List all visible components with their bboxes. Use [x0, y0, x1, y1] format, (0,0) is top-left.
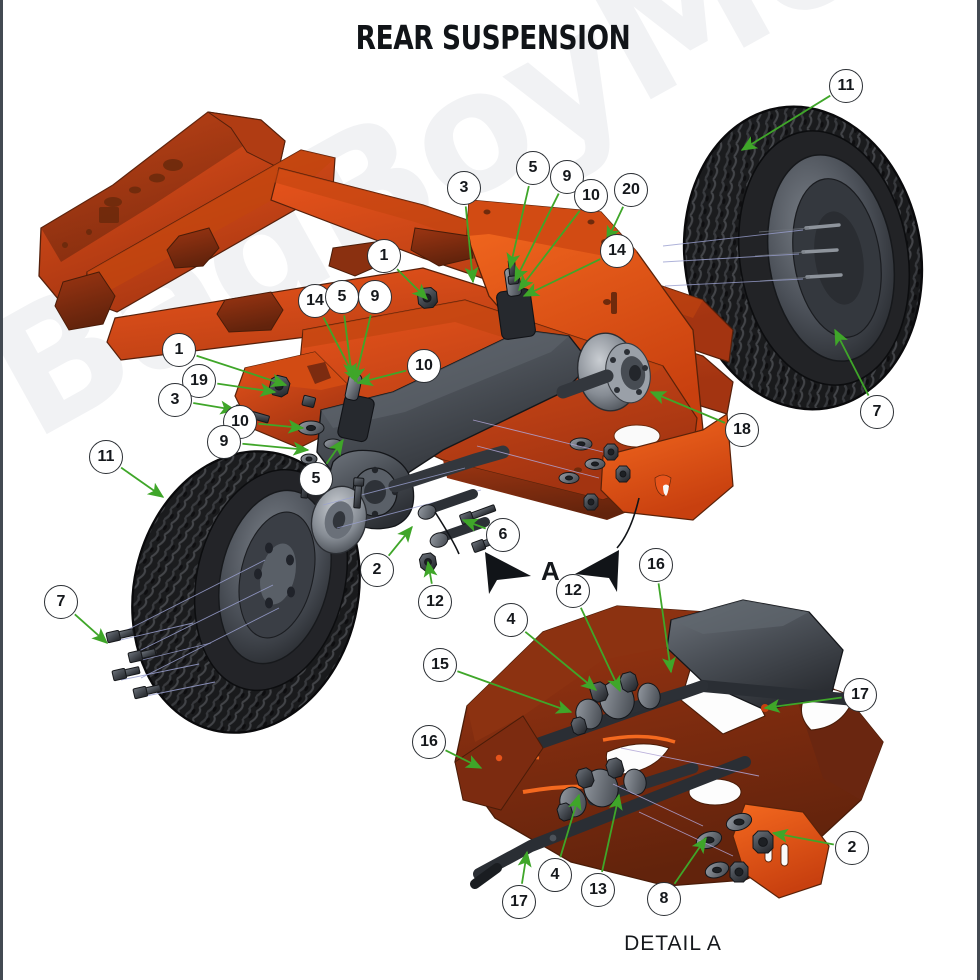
assembly-illustration — [38, 94, 924, 899]
leader-line-7 — [74, 613, 109, 644]
callout-bubble-11[interactable]: 11 — [829, 69, 863, 103]
detail-upper-joint — [570, 671, 709, 736]
leader-line-19 — [217, 382, 277, 397]
callout-bubble-10[interactable]: 10 — [407, 349, 441, 383]
leader-line-17 — [763, 696, 842, 713]
callout-bubble-16[interactable]: 16 — [412, 725, 446, 759]
callout-bubble-3[interactable]: 3 — [447, 171, 481, 205]
leader-line-10 — [356, 369, 407, 387]
leader-line-13 — [601, 793, 623, 873]
callout-bubble-14[interactable]: 14 — [298, 284, 332, 318]
leader-line-5 — [343, 315, 358, 380]
callout-bubble-16[interactable]: 16 — [639, 548, 673, 582]
callout-bubble-6[interactable]: 6 — [486, 518, 520, 552]
leader-line-9 — [514, 193, 560, 283]
leader-line-12 — [423, 560, 438, 584]
callout-bubble-4[interactable]: 4 — [494, 603, 528, 637]
detail-washers — [612, 747, 774, 883]
callout-bubble-7[interactable]: 7 — [44, 585, 78, 619]
callout-bubble-13[interactable]: 13 — [581, 873, 615, 907]
callout-bubble-5[interactable]: 5 — [299, 462, 333, 496]
section-letter-main: A — [541, 556, 560, 586]
leader-line-5 — [325, 438, 344, 465]
leader-line-18 — [649, 391, 726, 424]
page-title: REAR SUSPENSION — [355, 18, 631, 57]
callout-bubble-7[interactable]: 7 — [860, 395, 894, 429]
callout-bubble-4[interactable]: 4 — [538, 858, 572, 892]
belly-pan-hardware — [472, 419, 631, 511]
leader-line-1 — [196, 354, 288, 388]
callout-bubble-5[interactable]: 5 — [325, 280, 359, 314]
lug-bolt-group-left — [105, 622, 216, 700]
callout-bubble-1[interactable]: 1 — [367, 239, 401, 273]
leader-line-12 — [580, 607, 621, 693]
callout-bubble-20[interactable]: 20 — [614, 173, 648, 207]
callout-bubble-2[interactable]: 2 — [835, 831, 869, 865]
leader-line-14 — [522, 258, 601, 297]
callout-bubble-5[interactable]: 5 — [516, 151, 550, 185]
leader-line-2 — [387, 525, 413, 557]
leader-line-1 — [396, 268, 429, 301]
swing-arm-assembly — [310, 267, 651, 555]
leader-line-10 — [258, 419, 305, 434]
leader-line-16 — [657, 583, 676, 674]
leader-line-11 — [740, 94, 831, 151]
tire-right-rear — [662, 105, 924, 411]
leader-line-7 — [834, 328, 870, 396]
callout-bubble-11[interactable]: 11 — [89, 440, 123, 474]
leader-line-8 — [673, 836, 707, 885]
leader-line-3 — [464, 206, 479, 284]
leader-line-6 — [461, 518, 486, 532]
leader-line-17 — [517, 850, 532, 884]
callout-bubble-12[interactable]: 12 — [556, 574, 590, 608]
leader-line-16 — [445, 749, 483, 769]
leader-line-10 — [518, 210, 581, 292]
callout-bubble-18[interactable]: 18 — [725, 413, 759, 447]
detail-caption: DETAIL A — [624, 932, 722, 955]
callout-bubble-15[interactable]: 15 — [423, 648, 457, 682]
callout-bubble-14[interactable]: 14 — [600, 234, 634, 268]
leader-line-5 — [506, 185, 530, 270]
callout-bubble-3[interactable]: 3 — [158, 383, 192, 417]
section-arrow-left — [434, 511, 531, 594]
callout-bubble-17[interactable]: 17 — [502, 885, 536, 919]
leader-line-4 — [524, 631, 598, 691]
callout-bubble-9[interactable]: 9 — [358, 280, 392, 314]
leader-line-11 — [120, 466, 165, 498]
callout-bubble-10[interactable]: 10 — [574, 179, 608, 213]
section-arrow-right — [575, 497, 640, 592]
callout-bubble-2[interactable]: 2 — [360, 553, 394, 587]
leader-line-9 — [242, 441, 310, 456]
leader-line-4 — [559, 793, 582, 858]
callout-bubble-17[interactable]: 17 — [843, 678, 877, 712]
leader-line-2 — [771, 828, 834, 846]
detail-a-assembly — [454, 599, 884, 899]
callout-bubble-1[interactable]: 1 — [162, 333, 196, 367]
callout-bubble-9[interactable]: 9 — [207, 425, 241, 459]
leader-line-15 — [457, 670, 573, 714]
tire-left-rear — [126, 450, 361, 734]
callout-bubble-8[interactable]: 8 — [647, 882, 681, 916]
leader-line-9 — [351, 314, 372, 383]
callout-bubble-12[interactable]: 12 — [418, 585, 452, 619]
